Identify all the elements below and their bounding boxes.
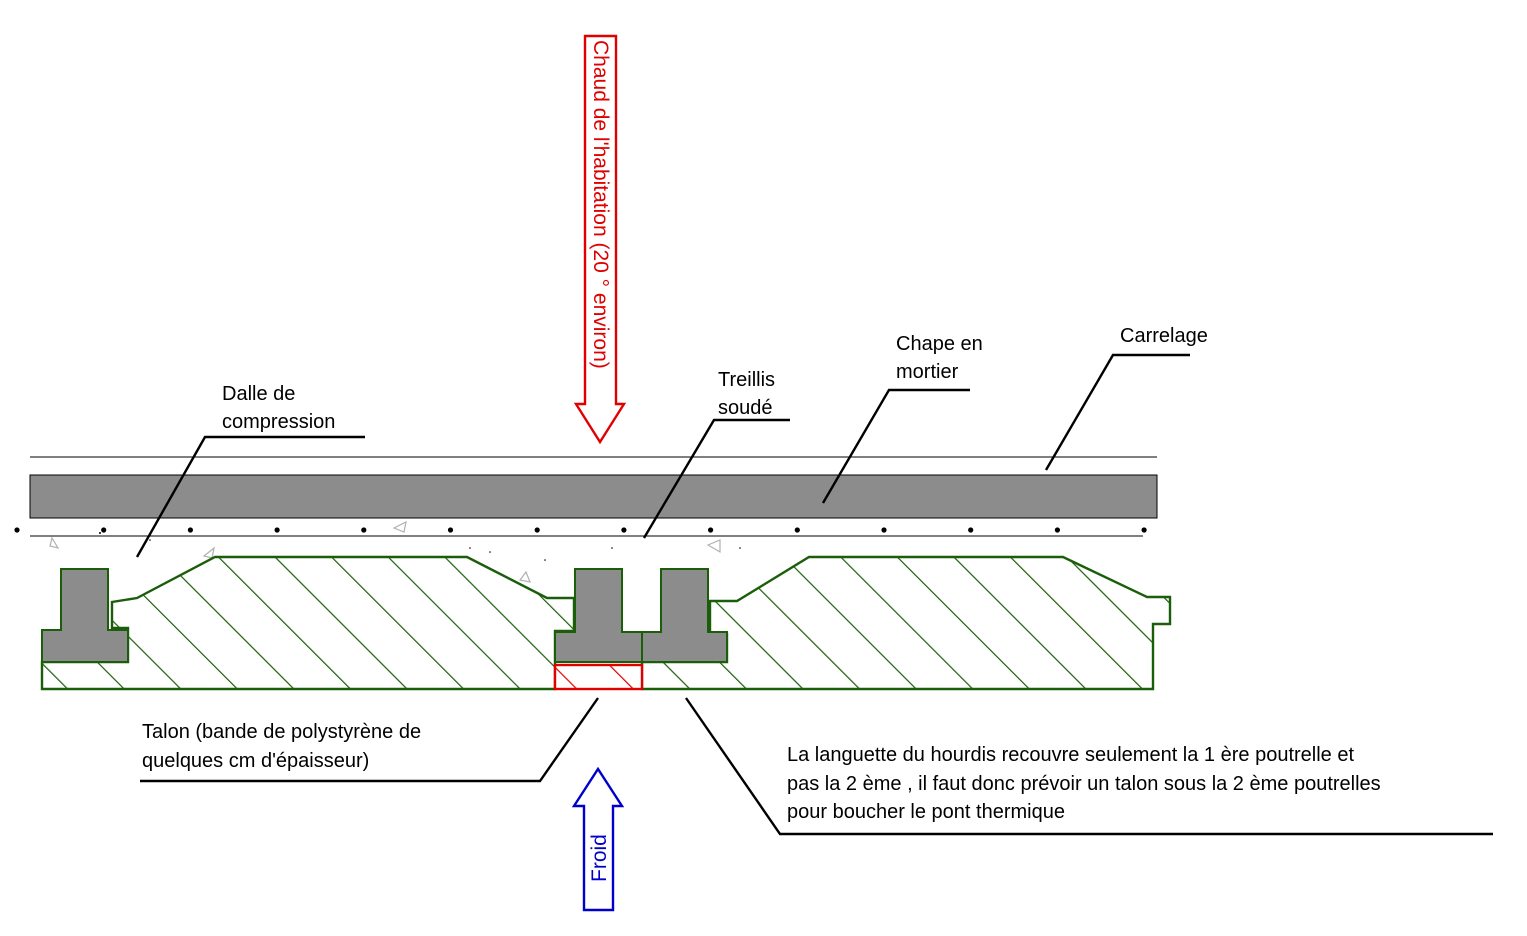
- label-chape-1: Chape en: [896, 333, 983, 355]
- mesh-dot: [274, 527, 280, 533]
- mesh-dot: [621, 527, 627, 533]
- leader-talon: [140, 697, 599, 783]
- chaud-arrow: Chaud de l'habitation (20 ° environ): [573, 34, 627, 445]
- label-dalle-compression-2: compression: [222, 411, 335, 433]
- mesh-dot: [14, 527, 20, 533]
- mesh-dot: [101, 527, 107, 533]
- hourdis-right: [640, 555, 1172, 691]
- chaud-arrow-label: Chaud de l'habitation (20 ° environ): [589, 40, 612, 369]
- label-carrelage: Carrelage: [1120, 325, 1208, 347]
- leader-languette: [685, 697, 1493, 836]
- mesh-dot: [708, 527, 714, 533]
- label-talon-1: Talon (bande de polystyrène de: [142, 721, 421, 743]
- poutrelle-middle-2: [641, 568, 728, 663]
- mesh-dot: [794, 527, 800, 533]
- label-chape-2: mortier: [896, 361, 959, 383]
- mesh-dot: [447, 527, 454, 533]
- froid-arrow: Froid: [571, 766, 625, 912]
- hourdis-left: [40, 555, 576, 691]
- label-dalle-compression-1: Dalle de: [222, 383, 295, 405]
- talon-polystyrene: [553, 663, 644, 691]
- mesh-dot: [968, 527, 974, 533]
- chape-layer: [29, 474, 1158, 519]
- label-treillis-2: soudé: [718, 397, 773, 419]
- treillis-soude-mesh: [14, 527, 1147, 533]
- label-talon-2: quelques cm d'épaisseur): [142, 750, 369, 772]
- leader-treillis: [642, 418, 790, 539]
- label-languette-1: La languette du hourdis recouvre seuleme…: [787, 744, 1354, 766]
- label-languette-3: pour boucher le pont thermique: [787, 801, 1065, 823]
- mesh-dot: [881, 527, 887, 533]
- aggregate-specks: [49, 520, 1035, 583]
- leader-dalle: [135, 435, 365, 558]
- poutrelle-left: [41, 568, 129, 663]
- leader-carrelage: [1044, 353, 1190, 471]
- mesh-dot: [187, 527, 193, 533]
- mesh-dot: [534, 527, 540, 533]
- leader-chape: [821, 388, 970, 504]
- leader-lines: [135, 353, 1493, 836]
- mesh-dot: [361, 527, 367, 533]
- label-treillis-1: Treillis: [718, 369, 775, 391]
- mesh-dot: [1141, 527, 1147, 533]
- mesh-dot: [1054, 527, 1060, 533]
- froid-arrow-label: Froid: [588, 834, 611, 882]
- label-languette-2: pas la 2 ème , il faut donc prévoir un t…: [787, 773, 1381, 795]
